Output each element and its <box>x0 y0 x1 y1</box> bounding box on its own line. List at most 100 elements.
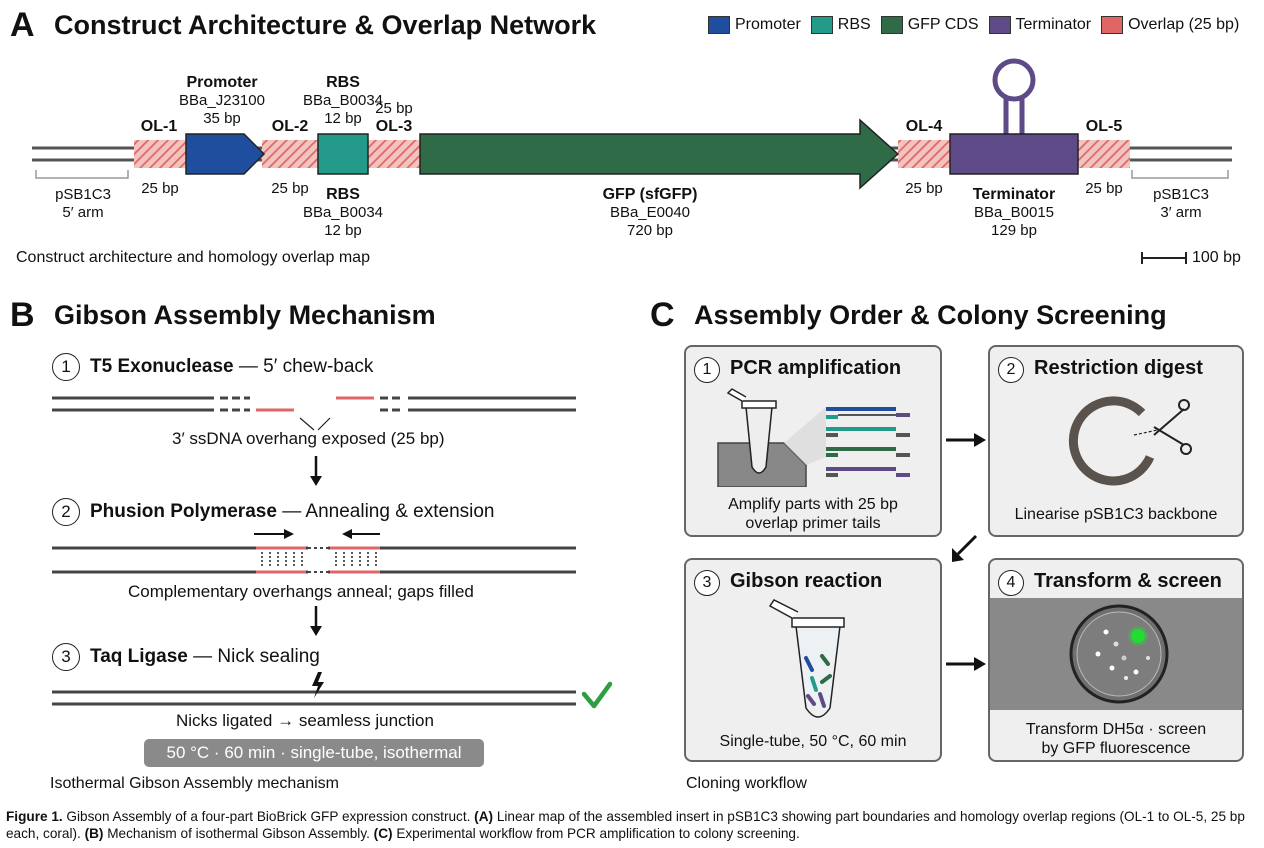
legend-label: GFP CDS <box>907 16 979 33</box>
ol3-name: OL-3 <box>375 118 413 135</box>
step1-heading: 1 T5 Exonuclease — 5′ chew-back <box>52 353 373 381</box>
promoter-label: Promoter BBa_J23100 35 bp <box>160 74 284 128</box>
left-arm-label: pSB1C3 5′ arm <box>38 186 128 222</box>
ol4-name: OL-4 <box>905 118 943 135</box>
ol5-size: 25 bp <box>1085 180 1123 197</box>
pcr-illustration <box>717 388 910 487</box>
overlap-ol4 <box>898 140 950 168</box>
gfp-arrow <box>419 118 900 190</box>
card4-text1: Transform DH5α · screen <box>1025 721 1207 738</box>
terminator-hairpin <box>992 58 1036 102</box>
card2-title: 2 Restriction digest <box>990 357 1242 383</box>
overlap-ol1 <box>134 140 186 168</box>
caption-b: (B) <box>84 826 104 841</box>
terminator-name: Terminator <box>972 186 1056 203</box>
step3-note: Nicks ligated → seamless junction <box>176 711 434 730</box>
step2-note: Complementary overhangs anneal; gaps fil… <box>128 582 474 601</box>
legend-swatch <box>708 16 730 34</box>
step2-desc: — Annealing & extension <box>282 501 495 522</box>
caption-c: (C) <box>373 826 393 841</box>
lightning-icon <box>312 672 324 698</box>
card2-text: Linearise pSB1C3 backbone <box>1014 506 1218 523</box>
rbs-bottom-size: 12 bp <box>324 222 362 239</box>
card4-text2: by GFP fluorescence <box>1041 740 1191 757</box>
overlap-ol2 <box>262 140 318 168</box>
rbs-top-size: 12 bp <box>324 110 362 127</box>
step3-enzyme: Taq Ligase <box>90 646 188 667</box>
right-arm-name: pSB1C3 <box>1153 186 1209 203</box>
legend-label: Promoter <box>735 16 801 33</box>
card1-title-text: PCR amplification <box>730 357 902 379</box>
scale-label: 100 bp <box>1192 249 1241 266</box>
legend-item-rbs: RBS <box>810 16 871 34</box>
step3-desc: — Nick sealing <box>193 646 320 667</box>
card1-text2: overlap primer tails <box>745 515 881 532</box>
right-arm-label: pSB1C3 3′ arm <box>1136 186 1226 222</box>
step1-note: 3′ ssDNA overhang exposed (25 bp) <box>172 429 445 448</box>
promoter-block <box>185 133 266 175</box>
card3-title: 3 Gibson reaction <box>686 570 940 596</box>
panel-c-subcaption: Cloning workflow <box>686 775 807 792</box>
step3-number: 3 <box>52 643 80 671</box>
legend: Promoter RBS GFP CDS Terminator Overlap … <box>708 16 1239 34</box>
overlap-ol3 <box>368 140 420 168</box>
card3-title-text: Gibson reaction <box>730 570 883 592</box>
legend-label: Terminator <box>1015 16 1092 33</box>
legend-item-gfp: GFP CDS <box>880 16 979 34</box>
terminator-size: 129 bp <box>991 222 1037 239</box>
gibson-mechanism <box>52 396 613 709</box>
legend-item-overlap: Overlap (25 bp) <box>1101 16 1239 34</box>
left-arm-name: pSB1C3 <box>55 186 111 203</box>
ol1-name: OL-1 <box>140 118 178 135</box>
panel-b-letter: B <box>10 296 35 334</box>
card2-number: 2 <box>998 357 1024 383</box>
gfp-colony <box>1131 629 1145 643</box>
caption-b-text: Mechanism of isothermal Gibson Assembly. <box>103 826 374 841</box>
tube-illustration <box>768 599 845 718</box>
legend-swatch <box>988 16 1011 34</box>
gfp-size: 720 bp <box>627 222 673 239</box>
ol4-size: 25 bp <box>905 180 943 197</box>
figure-caption: Figure 1. Gibson Assembly of a four-part… <box>6 808 1258 842</box>
card1-text: Amplify parts with 25 bp overlap primer … <box>686 495 940 533</box>
ol2-size: 25 bp <box>271 180 309 197</box>
card4-title-text: Transform & screen <box>1034 570 1222 592</box>
rbs-block <box>317 133 369 175</box>
rbs-top-label: RBS BBa_B0034 12 bp <box>290 74 396 128</box>
ol1-size: 25 bp <box>141 180 179 197</box>
card2-title-text: Restriction digest <box>1034 357 1203 379</box>
gfp-label: GFP (sfGFP) BBa_E0040 720 bp <box>590 186 710 240</box>
panel-a-subcaption: Construct architecture and homology over… <box>16 249 370 266</box>
legend-item-terminator: Terminator <box>988 16 1092 34</box>
legend-label: Overlap (25 bp) <box>1128 16 1240 33</box>
legend-swatch <box>1101 16 1124 34</box>
check-icon <box>581 681 613 709</box>
step1-desc: — 5′ chew-back <box>238 356 374 377</box>
card3-number: 3 <box>694 570 720 596</box>
rbs-top-id: BBa_B0034 <box>302 92 384 109</box>
overlap-ol5 <box>1078 140 1130 168</box>
step2-enzyme: Phusion Polymerase <box>90 501 277 522</box>
right-arm-bracket <box>1131 170 1229 179</box>
terminator-id: BBa_B0015 <box>973 204 1055 221</box>
promoter-name: Promoter <box>186 74 258 91</box>
left-arm-bracket <box>35 170 129 179</box>
step2-number: 2 <box>52 498 80 526</box>
ol2-name: OL-2 <box>271 118 309 135</box>
card1-text1: Amplify parts with 25 bp <box>728 496 898 513</box>
workflow-arrows <box>946 433 986 671</box>
legend-swatch <box>880 16 903 34</box>
panel-a-title: Construct Architecture & Overlap Network <box>54 10 597 40</box>
right-arm-sub: 3′ arm <box>1160 204 1202 221</box>
caption-a-text: Linear map of the assembled insert in pS… <box>6 809 1245 841</box>
legend-label: RBS <box>837 16 871 33</box>
card4-text: Transform DH5α · screen by GFP fluoresce… <box>990 720 1242 758</box>
panel-c-letter: C <box>650 296 675 334</box>
terminator-block <box>949 133 1079 175</box>
caption-text: Gibson Assembly of a four-part BioBrick … <box>62 809 475 824</box>
step3-heading: 3 Taq Ligase — Nick sealing <box>52 643 320 671</box>
ol3-size: 25 bp <box>375 100 413 117</box>
